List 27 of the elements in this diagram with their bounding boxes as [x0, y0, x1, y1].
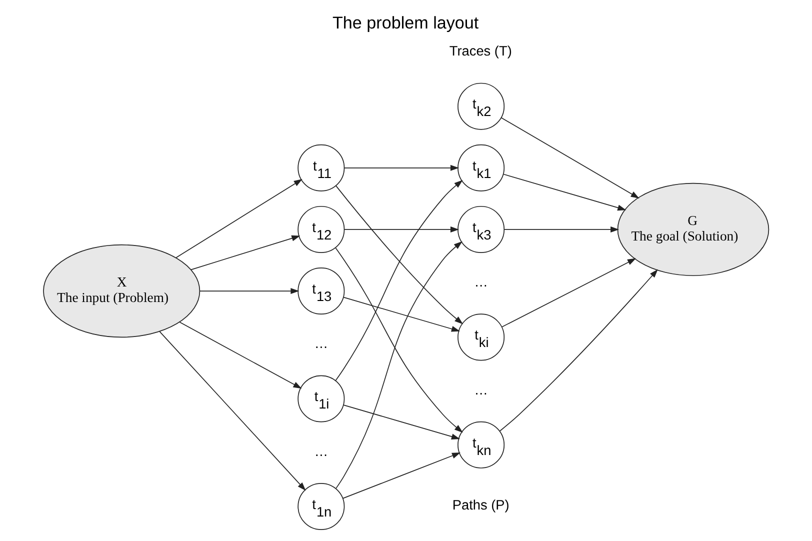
arrow — [503, 174, 626, 211]
arrow — [504, 226, 620, 232]
node-ellipse: X The input (Problem) — [43, 244, 200, 338]
arrow — [344, 164, 460, 171]
label: Traces (T) — [449, 44, 512, 59]
arrow — [502, 258, 636, 328]
arrow — [342, 452, 461, 499]
diagram-title: The problem layout — [332, 14, 479, 33]
arrow — [335, 180, 463, 381]
arrow — [500, 269, 658, 432]
arrow — [179, 322, 302, 389]
arrow — [199, 288, 300, 294]
label: … — [314, 336, 328, 352]
arrow — [176, 179, 302, 258]
label: … — [474, 274, 488, 290]
arrow — [344, 226, 460, 232]
arrow — [336, 185, 464, 324]
arrow — [343, 296, 460, 332]
label: … — [474, 382, 488, 398]
arrow — [500, 117, 640, 198]
arrow — [190, 235, 300, 270]
arrow — [335, 247, 463, 433]
arrow — [343, 404, 460, 440]
label: Paths (P) — [452, 498, 510, 513]
arrow — [159, 331, 306, 491]
label: … — [314, 444, 328, 459]
arrow — [336, 241, 462, 489]
